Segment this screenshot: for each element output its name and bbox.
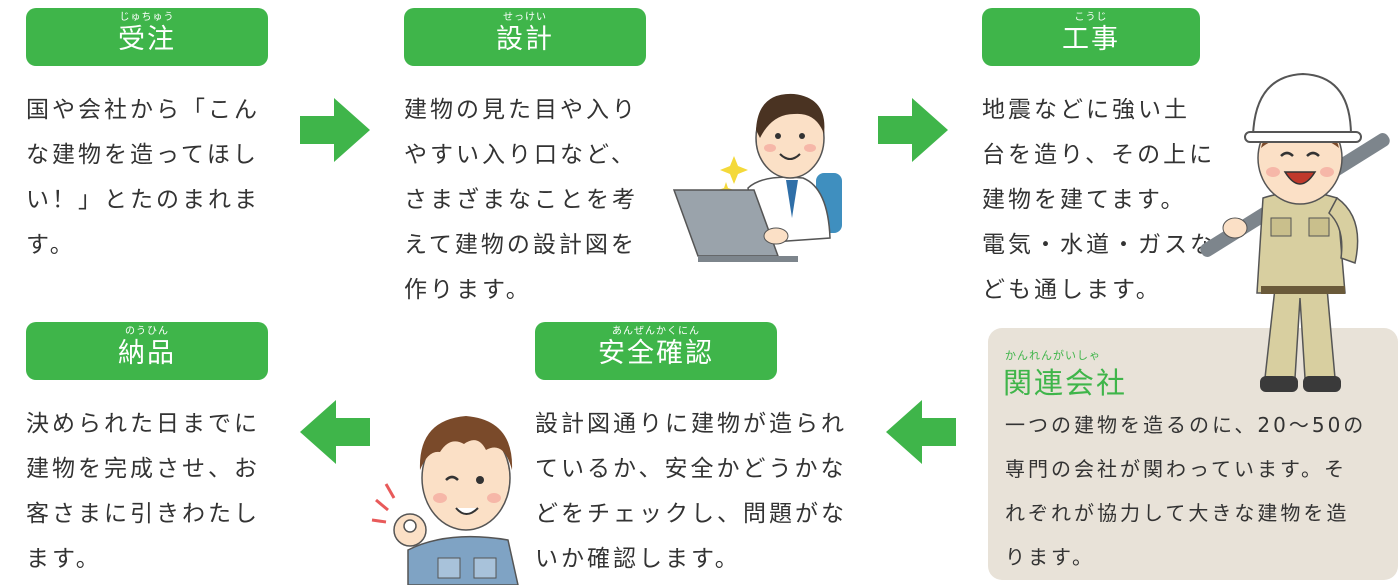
step-order-title: 受注	[118, 24, 176, 55]
arrow-left-icon	[300, 400, 370, 464]
step-safety-title: 安全確認	[598, 338, 714, 369]
step-safety-text: 設計図通りに建物が造られ ているか、安全かどうかな どをチェックし、問題がな い…	[535, 411, 847, 572]
arrow-left-icon	[886, 400, 956, 464]
step-delivery-text: 決められた日までに 建物を完成させ、お 客さまに引きわたし ます。	[26, 411, 260, 572]
step-delivery-ruby: のうひん	[125, 326, 169, 337]
step-safety-header: あんぜんかくにん 安全確認	[535, 322, 777, 380]
related-companies-text: 一つの建物を造るのに、20～50の 専門の会社が関わっています。そ れぞれが協力…	[1005, 413, 1367, 569]
related-companies-title: 関連会社	[1003, 366, 1128, 400]
related-companies-ruby: かんれんがいしゃ	[1005, 349, 1101, 362]
step-order-ruby: じゅちゅう	[119, 12, 175, 23]
construction-worker-illustration	[1200, 72, 1390, 392]
step-construction-title: 工事	[1062, 24, 1120, 55]
step-construction-ruby: こうじ	[1074, 12, 1108, 23]
arrow-right-icon	[878, 98, 948, 162]
step-design-text: 建物の見た目や入り やすい入り口など、 さまざまなことを考 えて建物の設計図を …	[404, 97, 638, 303]
step-design-header: せっけい 設計	[404, 8, 646, 66]
step-delivery-title: 納品	[118, 338, 176, 369]
step-safety-ruby: あんぜんかくにん	[612, 326, 700, 337]
step-construction-header: こうじ 工事	[982, 8, 1200, 66]
step-order-text: 国や会社から「こん な建物を造ってほし い！」とたのまれま す。	[26, 97, 260, 258]
step-design-ruby: せっけい	[503, 12, 547, 23]
inspector-ok-sign-illustration	[371, 416, 519, 585]
arrow-right-icon	[300, 98, 370, 162]
step-construction-text: 地震などに強い土 台を造り、その上に 建物を建てます。 電気・水道・ガスな ども…	[982, 97, 1216, 303]
designer-with-laptop-illustration	[672, 93, 842, 262]
step-order-header: じゅちゅう 受注	[26, 8, 268, 66]
step-delivery-header: のうひん 納品	[26, 322, 268, 380]
step-design-title: 設計	[496, 24, 554, 55]
